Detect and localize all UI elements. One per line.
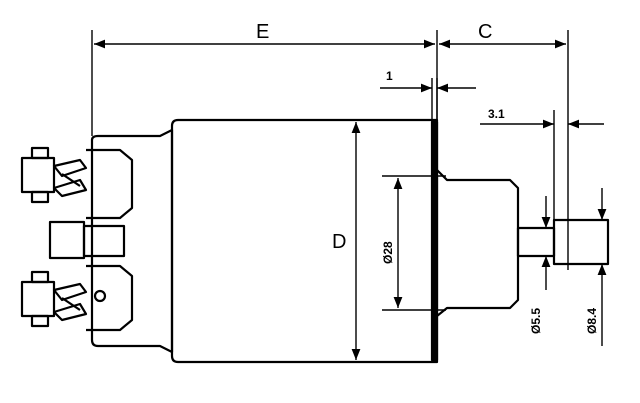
solenoid-body bbox=[170, 118, 439, 364]
label-e: E bbox=[256, 21, 269, 43]
label-dia-body: Ø28 bbox=[381, 241, 395, 264]
terminal-bracket bbox=[86, 148, 134, 332]
plunger-tip bbox=[552, 218, 610, 266]
upper-terminal bbox=[20, 146, 88, 204]
label-dia-tip: Ø8.4 bbox=[585, 308, 599, 334]
flange bbox=[430, 120, 439, 362]
label-dia-shaft: Ø5.5 bbox=[529, 308, 543, 334]
label-c: C bbox=[478, 21, 492, 43]
label-offset: 3.1 bbox=[488, 107, 505, 121]
terminal-cap bbox=[90, 128, 174, 354]
label-gap: 1 bbox=[386, 69, 393, 83]
label-d: D bbox=[332, 231, 346, 253]
lower-terminal bbox=[20, 270, 107, 328]
plunger-housing bbox=[436, 169, 520, 317]
middle-terminal bbox=[48, 220, 126, 260]
plunger-shaft bbox=[516, 226, 556, 258]
